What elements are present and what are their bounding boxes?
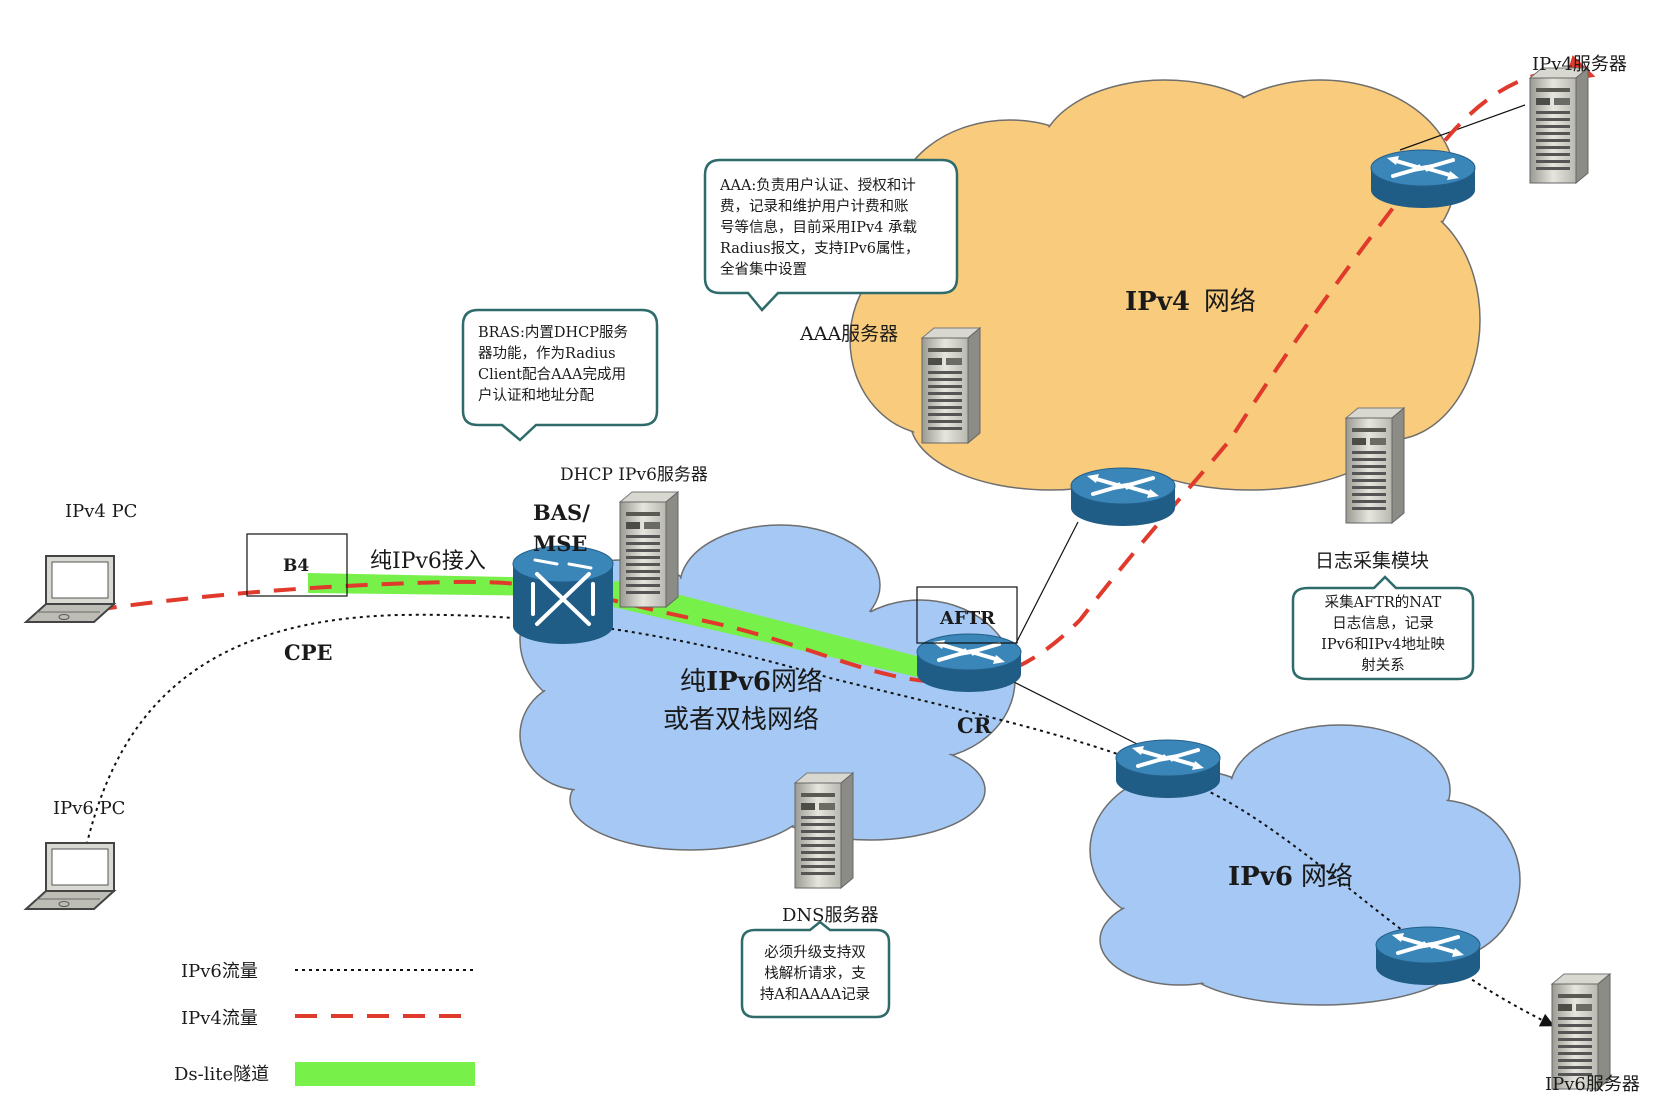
b4-box <box>246 533 348 597</box>
svg-text:Radius报文，支持IPv6属性，: Radius报文，支持IPv6属性， <box>720 240 920 257</box>
bras-callout-text: BRAS:内置DHCP服务 器功能，作为Radius Client配合AAA完成… <box>478 324 628 404</box>
log-module-label: 日志采集模块 <box>1315 550 1429 572</box>
legend-ipv6-flow-label: IPv6流量 <box>181 961 258 982</box>
ipv4-pc-label: IPv4 PC <box>65 501 137 522</box>
legend-dslite-label: Ds-lite隧道 <box>174 1064 269 1085</box>
log-server-icon <box>1345 407 1405 524</box>
pure-ipv6-access-label: 纯IPv6接入 <box>370 549 486 574</box>
bas-label-line1: BAS/ <box>533 500 590 525</box>
svg-text:BRAS:内置DHCP服务: BRAS:内置DHCP服务 <box>478 324 628 341</box>
core-network-label: 纯IPv6网络 <box>680 667 823 697</box>
legend: IPv6流量 IPv4流量 Ds-lite隧道 <box>174 961 475 1086</box>
ipv6-cloud <box>1089 724 1521 1006</box>
link-lines <box>1009 104 1526 749</box>
ipv4-flow-path <box>94 55 1596 685</box>
ipv4-server-label: IPv4服务器 <box>1532 54 1627 75</box>
ipv6-server-icon <box>1551 973 1611 1090</box>
legend-dslite-swatch <box>295 1062 475 1086</box>
svg-text:Client配合AAA完成用: Client配合AAA完成用 <box>478 366 626 383</box>
svg-text:AAA:负责用户认证、授权和计: AAA:负责用户认证、授权和计 <box>719 177 916 194</box>
bas-mse-switch-icon <box>512 545 614 644</box>
aftr-label: AFTR <box>939 608 996 629</box>
ipv6-border-router-icon <box>1114 738 1222 800</box>
ipv4-edge-router-icon <box>1369 148 1477 210</box>
cr-label: CR <box>957 713 992 738</box>
dslite-tunnel <box>308 573 940 680</box>
aaa-server-icon <box>921 327 981 444</box>
ipv4-pc-laptop-icon <box>25 555 115 623</box>
bras-callout <box>461 308 659 442</box>
svg-text:全省集中设置: 全省集中设置 <box>720 260 807 278</box>
aaa-callout-text: AAA:负责用户认证、授权和计 费，记录和维护用户计费和账 号等信息，目前采用I… <box>719 177 920 278</box>
ipv6-server-label: IPv6服务器 <box>1545 1074 1640 1095</box>
aftr-box <box>916 586 1018 644</box>
ipv4-border-router-icon <box>1069 466 1177 528</box>
svg-text:IPv6和IPv4地址映: IPv6和IPv4地址映 <box>1321 636 1445 653</box>
aaa-callout <box>703 158 959 312</box>
cpe-label: CPE <box>284 640 333 665</box>
svg-text:户认证和地址分配: 户认证和地址分配 <box>478 387 594 404</box>
b4-label: B4 <box>283 556 309 576</box>
ipv6-edge-router-icon <box>1374 925 1482 987</box>
dns-server-icon <box>794 772 854 889</box>
log-callout <box>1291 575 1475 681</box>
dns-callout-text: 必须升级支持双 栈解析请求，支 持A和AAAA记录 <box>760 944 870 1003</box>
log-callout-text: 采集AFTR的NAT 日志信息，记录 IPv6和IPv4地址映 射关系 <box>1321 594 1445 674</box>
bas-label-line2: MSE <box>533 531 587 556</box>
svg-text:采集AFTR的NAT: 采集AFTR的NAT <box>1325 594 1442 611</box>
dns-callout <box>740 920 891 1019</box>
dns-server-label: DNS服务器 <box>782 905 879 926</box>
ipv6-pc-label: IPv6 PC <box>53 798 125 819</box>
svg-text:号等信息，目前采用IPv4 承载: 号等信息，目前采用IPv4 承载 <box>720 218 917 236</box>
svg-text:栈解析请求，支: 栈解析请求，支 <box>764 965 866 982</box>
core-network-label-line2: 或者双栈网络 <box>663 705 819 735</box>
svg-text:日志信息，记录: 日志信息，记录 <box>1332 615 1434 632</box>
ipv4-cloud <box>849 79 1481 491</box>
legend-ipv4-flow-label: IPv4流量 <box>181 1008 258 1029</box>
svg-text:器功能，作为Radius: 器功能，作为Radius <box>478 345 616 362</box>
dhcp-server-label: DHCP IPv6服务器 <box>560 465 708 485</box>
svg-text:射关系: 射关系 <box>1361 657 1405 674</box>
ipv6-pc-laptop-icon <box>25 842 115 910</box>
dhcp-server-icon <box>619 491 679 608</box>
svg-text:必须升级支持双: 必须升级支持双 <box>764 944 866 961</box>
ipv6-flow-path <box>81 613 1555 1027</box>
svg-text:持A和AAAA记录: 持A和AAAA记录 <box>760 986 870 1003</box>
aaa-server-label: AAA服务器 <box>799 323 898 345</box>
ipv4-server-icon <box>1529 67 1589 184</box>
svg-text:费，记录和维护用户计费和账: 费，记录和维护用户计费和账 <box>720 198 909 215</box>
